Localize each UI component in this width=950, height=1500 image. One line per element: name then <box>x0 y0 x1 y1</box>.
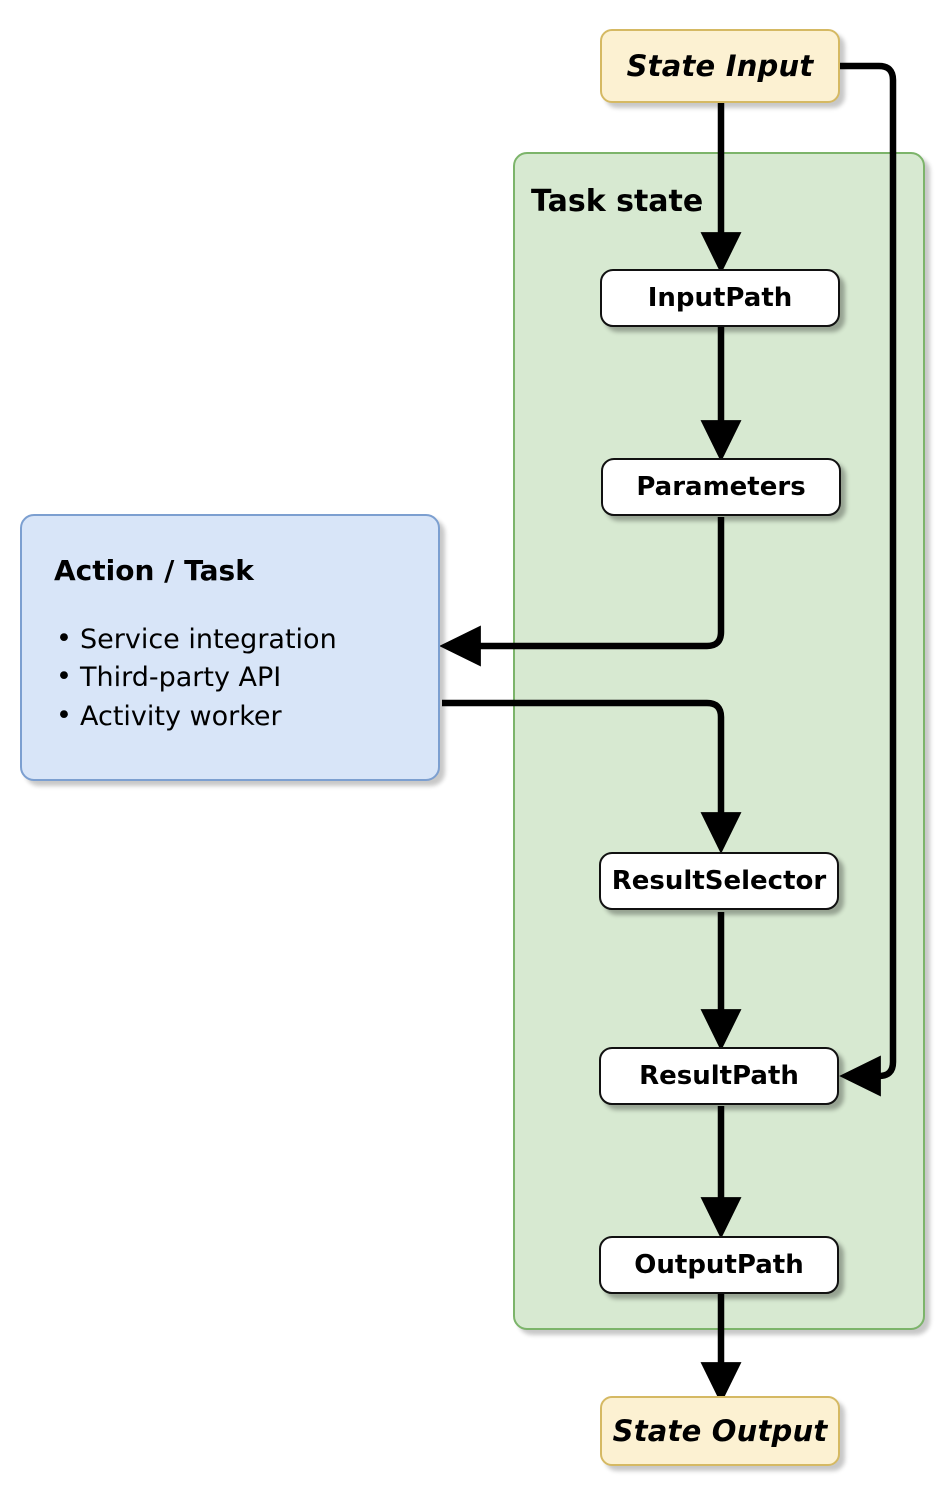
node-parameters[interactable]: Parameters <box>601 458 841 516</box>
task-state-container <box>513 152 925 1330</box>
action-task-title: Action / Task <box>54 554 254 587</box>
list-item: Activity worker <box>54 697 438 736</box>
node-state-input[interactable]: State Input <box>600 29 840 103</box>
node-action-task[interactable]: Action / Task Service integration Third-… <box>20 514 440 781</box>
node-resultselector[interactable]: ResultSelector <box>599 852 839 910</box>
node-state-output-label: State Output <box>612 1414 828 1448</box>
node-inputpath[interactable]: InputPath <box>600 269 840 327</box>
node-inputpath-label: InputPath <box>647 283 793 313</box>
node-outputpath[interactable]: OutputPath <box>599 1236 839 1294</box>
node-resultselector-label: ResultSelector <box>611 866 827 896</box>
node-parameters-label: Parameters <box>636 472 806 502</box>
node-resultpath-label: ResultPath <box>639 1061 799 1091</box>
task-state-label: Task state <box>531 184 704 219</box>
action-task-list: Service integration Third-party API Acti… <box>54 620 438 736</box>
list-item: Third-party API <box>54 658 438 697</box>
node-resultpath[interactable]: ResultPath <box>599 1047 839 1105</box>
list-item: Service integration <box>54 620 438 659</box>
node-outputpath-label: OutputPath <box>634 1250 804 1280</box>
node-state-output[interactable]: State Output <box>600 1396 840 1466</box>
node-state-input-label: State Input <box>626 49 814 83</box>
